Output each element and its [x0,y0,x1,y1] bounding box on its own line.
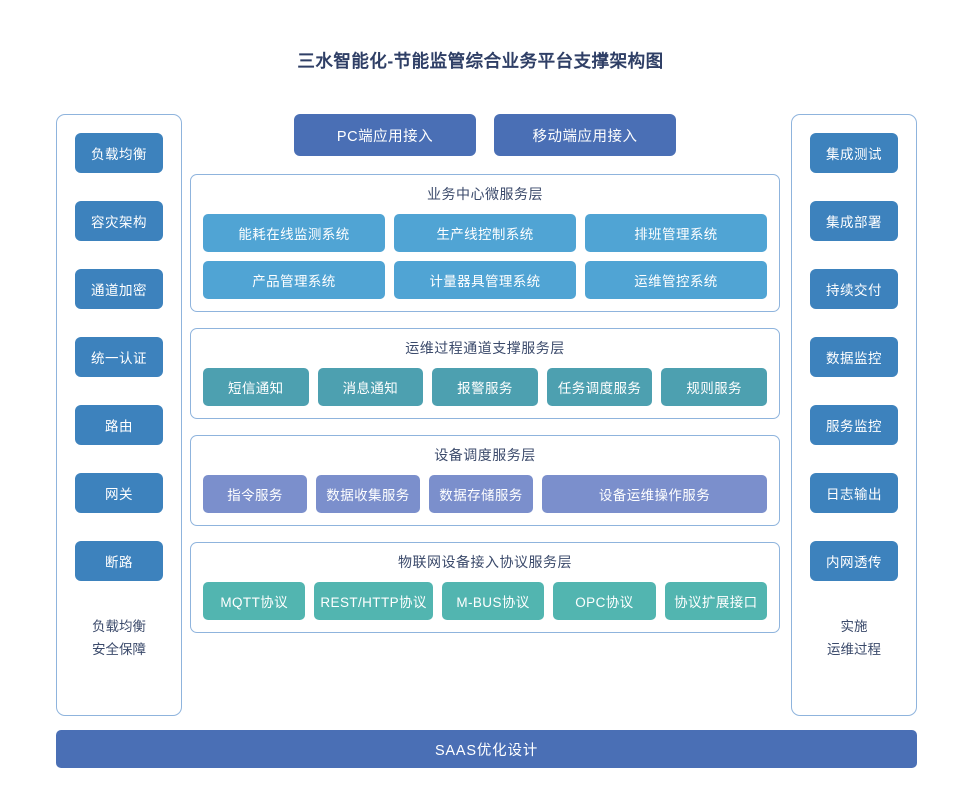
layer-title-ops: 运维过程通道支撑服务层 [405,340,565,356]
node-command-service[interactable]: 指令服务 [203,475,307,513]
node-data-storage-service[interactable]: 数据存储服务 [429,475,533,513]
node-device-ops-operation-service[interactable]: 设备运维操作服务 [542,475,767,513]
entry-button-pc[interactable]: PC端应用接入 [294,114,476,156]
node-rest-http-protocol[interactable]: REST/HTTP协议 [314,582,433,620]
sidebar-item-load-balance[interactable]: 负载均衡 [75,133,163,173]
sidebar-item-integration-deploy[interactable]: 集成部署 [810,201,898,241]
sidebar-item-integration-test[interactable]: 集成测试 [810,133,898,173]
node-data-collection-service[interactable]: 数据收集服务 [316,475,420,513]
node-alarm-service[interactable]: 报警服务 [432,368,538,406]
bottom-bar-saas-optimization[interactable]: SAAS优化设计 [56,730,917,768]
node-mqtt-protocol[interactable]: MQTT协议 [203,582,306,620]
layer-device-scheduling: 设备调度服务层 指令服务 数据收集服务 数据存储服务 设备运维操作服务 [190,435,780,526]
sidebar-item-intranet-tunnel[interactable]: 内网透传 [810,541,898,581]
layer-nodes-business: 能耗在线监测系统 生产线控制系统 排班管理系统 产品管理系统 计量器具管理系统 … [203,214,767,299]
layer-title-device: 设备调度服务层 [434,447,536,463]
node-task-scheduling-service[interactable]: 任务调度服务 [546,368,653,406]
layer-title-protocol: 物联网设备接入协议服务层 [398,554,572,570]
layer-business-microservice: 业务中心微服务层 能耗在线监测系统 生产线控制系统 排班管理系统 产品管理系统 … [190,174,780,312]
sidebar-item-routing[interactable]: 路由 [75,405,163,445]
right-sidebar-panel: 集成测试 集成部署 持续交付 数据监控 服务监控 日志输出 内网透传 实施 运维… [791,114,917,716]
sidebar-item-gateway[interactable]: 网关 [75,473,163,513]
node-energy-monitoring-system[interactable]: 能耗在线监测系统 [203,214,385,252]
node-rule-service[interactable]: 规则服务 [661,368,767,406]
layer-nodes-ops: 短信通知 消息通知 报警服务 任务调度服务 规则服务 [203,368,767,406]
page-title: 三水智能化-节能监管综合业务平台支撑架构图 [297,51,664,71]
sidebar-item-service-monitoring[interactable]: 服务监控 [810,405,898,445]
left-sidebar-footer: 负载均衡 安全保障 [92,615,146,661]
node-shift-management-system[interactable]: 排班管理系统 [584,214,767,252]
layer-iot-protocol-access: 物联网设备接入协议服务层 MQTT协议 REST/HTTP协议 M-BUS协议 … [190,542,780,633]
entry-buttons-row: PC端应用接入 移动端应用接入 [190,114,780,156]
left-footer-line-2: 安全保障 [92,642,146,657]
sidebar-item-disaster-recovery[interactable]: 容灾架构 [75,201,163,241]
layer-ops-channel-support: 运维过程通道支撑服务层 短信通知 消息通知 报警服务 任务调度服务 规则服务 [190,328,780,419]
left-sidebar-panel: 负载均衡 容灾架构 通道加密 统一认证 路由 网关 断路 负载均衡 安全保障 [56,114,182,716]
node-metering-device-management[interactable]: 计量器具管理系统 [393,261,576,299]
node-mbus-protocol[interactable]: M-BUS协议 [441,582,545,620]
right-sidebar-footer: 实施 运维过程 [827,615,881,661]
layer-nodes-device: 指令服务 数据收集服务 数据存储服务 设备运维操作服务 [203,475,767,513]
node-production-line-control[interactable]: 生产线控制系统 [393,214,576,252]
sidebar-item-log-output[interactable]: 日志输出 [810,473,898,513]
sidebar-item-continuous-delivery[interactable]: 持续交付 [810,269,898,309]
node-message-notification[interactable]: 消息通知 [317,368,424,406]
center-stack: PC端应用接入 移动端应用接入 业务中心微服务层 能耗在线监测系统 生产线控制系… [190,114,780,716]
node-opc-protocol[interactable]: OPC协议 [553,582,656,620]
sidebar-item-data-monitoring[interactable]: 数据监控 [810,337,898,377]
right-footer-line-2: 运维过程 [827,642,881,657]
entry-button-mobile[interactable]: 移动端应用接入 [494,114,676,156]
node-product-management-system[interactable]: 产品管理系统 [203,261,385,299]
sidebar-item-channel-encryption[interactable]: 通道加密 [75,269,163,309]
sidebar-item-unified-auth[interactable]: 统一认证 [75,337,163,377]
left-footer-line-1: 负载均衡 [92,619,146,634]
node-protocol-extension-interface[interactable]: 协议扩展接口 [664,582,768,620]
right-footer-line-1: 实施 [840,619,868,634]
sidebar-item-circuit-breaker[interactable]: 断路 [75,541,163,581]
node-sms-notification[interactable]: 短信通知 [203,368,309,406]
node-ops-control-system[interactable]: 运维管控系统 [584,261,767,299]
layer-nodes-protocol: MQTT协议 REST/HTTP协议 M-BUS协议 OPC协议 协议扩展接口 [203,582,768,620]
layer-title-business: 业务中心微服务层 [427,186,543,202]
